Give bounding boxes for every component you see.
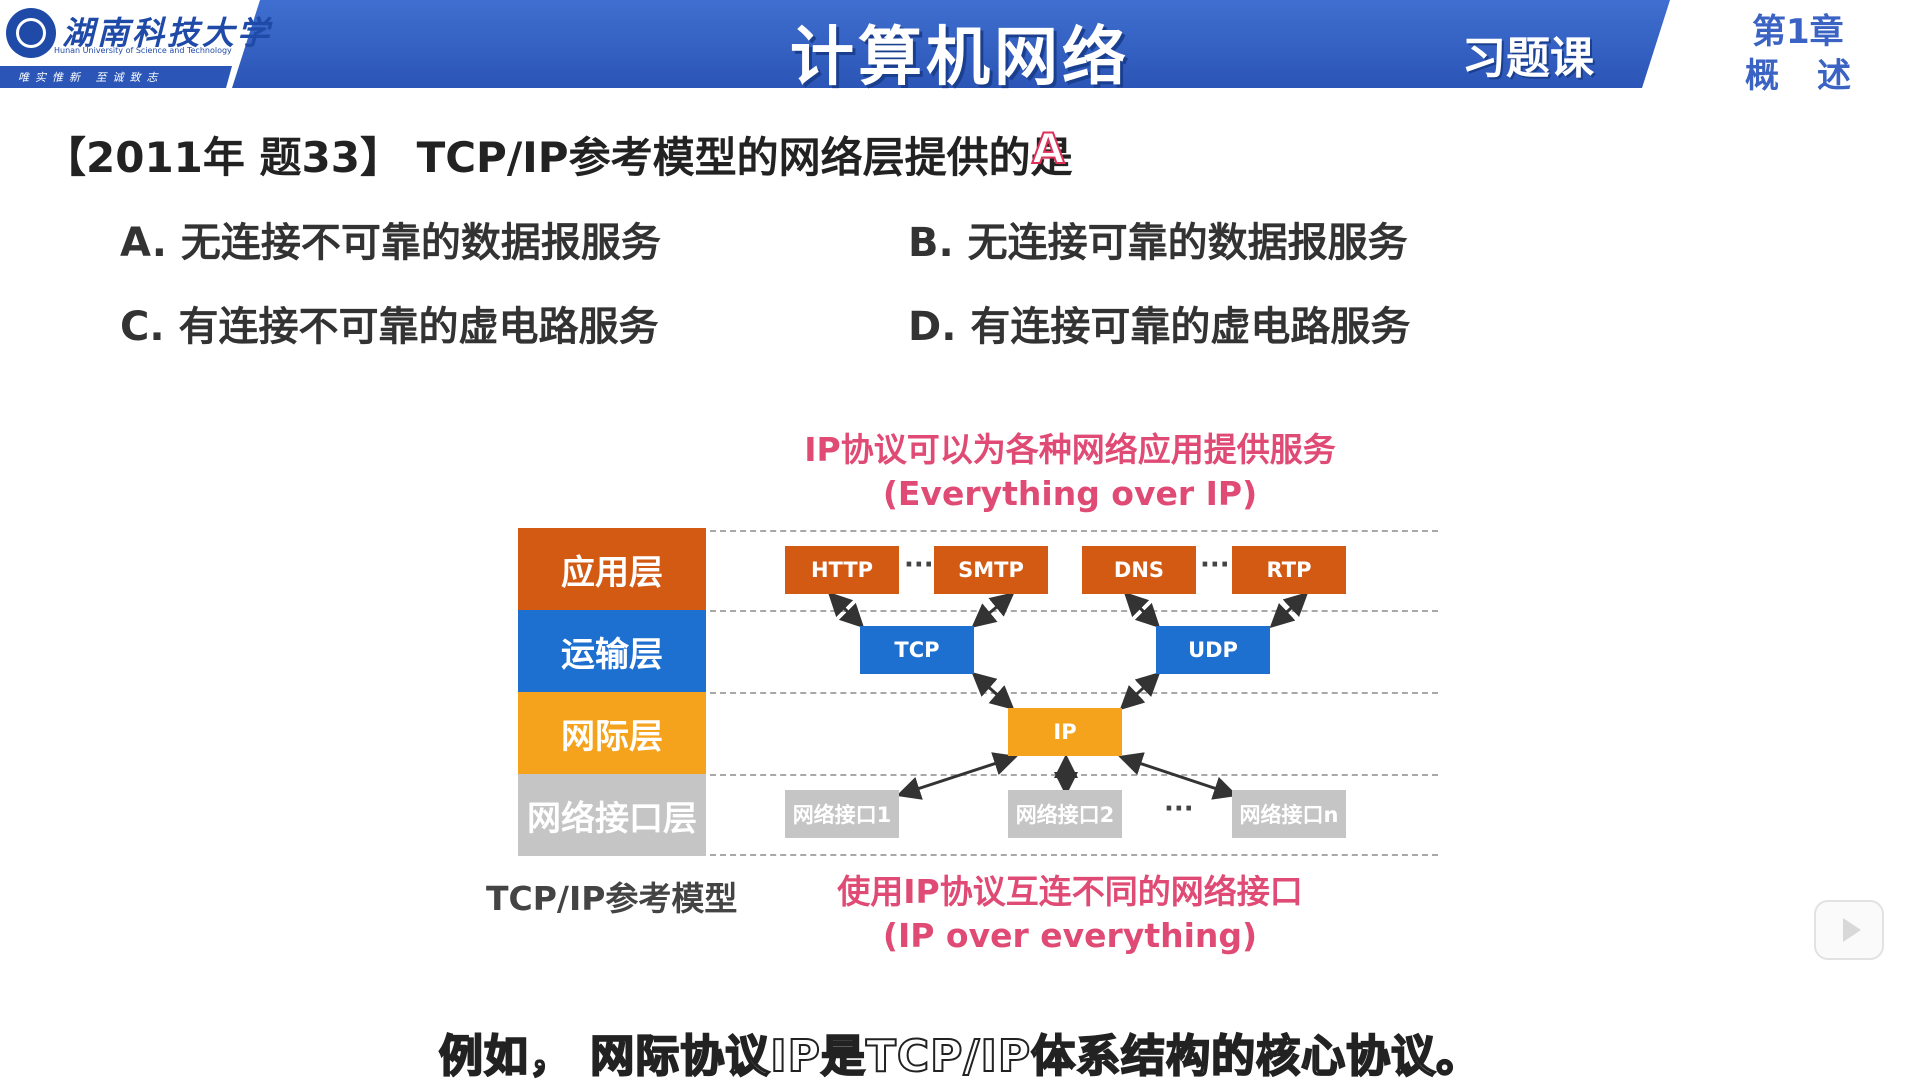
network-interface-1: 网络接口1 <box>785 790 899 838</box>
ellipsis: ··· <box>1200 550 1230 580</box>
course-tag: 习题课 <box>1462 33 1594 84</box>
play-icon[interactable] <box>1814 900 1884 960</box>
diagram-top-note: IP协议可以为各种网络应用提供服务 <box>804 430 1336 469</box>
option-c: C. 有连接不可靠的虚电路服务 <box>120 304 659 350</box>
layer-divider <box>710 610 1438 612</box>
layer-internet: 网际层 <box>518 692 706 774</box>
university-name: 湖南科技大学 <box>62 14 273 52</box>
layer-transport: 运输层 <box>518 610 706 692</box>
diagram-bottom-note-en: (IP over everything) <box>882 916 1258 955</box>
ellipsis: ··· <box>1164 794 1194 824</box>
protocol-smtp: SMTP <box>934 546 1048 594</box>
network-interface-2: 网络接口2 <box>1008 790 1122 838</box>
protocol-ip: IP <box>1008 708 1122 756</box>
network-interface-n: 网络接口n <box>1232 790 1346 838</box>
option-b: B. 无连接可靠的数据报服务 <box>908 220 1408 266</box>
option-d: D. 有连接可靠的虚电路服务 <box>908 304 1411 350</box>
university-emblem-icon <box>6 8 56 58</box>
option-a: A. 无连接不可靠的数据报服务 <box>120 220 661 266</box>
protocol-rtp: RTP <box>1232 546 1346 594</box>
protocol-http: HTTP <box>785 546 899 594</box>
university-english-name: Hunan University of Science and Technolo… <box>54 46 232 55</box>
diagram-top-note-en: (Everything over IP) <box>882 474 1258 513</box>
layer-divider <box>710 530 1438 532</box>
university-motto: 唯实惟新 至诚致志 <box>18 71 164 84</box>
course-title: 计算机网络 <box>790 21 1130 95</box>
video-subtitle: 例如， 网际协议IP是TCP/IP体系结构的核心协议。 <box>438 1030 1482 1083</box>
layer-application: 应用层 <box>518 528 706 610</box>
slide-header: 湖南科技大学 Hunan University of Science and T… <box>0 0 1920 96</box>
answer-mark: A <box>1031 123 1065 174</box>
ellipsis: ··· <box>904 550 934 580</box>
protocol-dns: DNS <box>1082 546 1196 594</box>
model-caption: TCP/IP参考模型 <box>486 879 738 918</box>
chapter-label: 第1章 <box>1752 12 1844 52</box>
layer-divider <box>710 854 1438 856</box>
protocol-tcp: TCP <box>860 626 974 674</box>
layer-network-interface: 网络接口层 <box>518 774 706 856</box>
question-text: 【2011年 题33】 TCP/IP参考模型的网络层提供的是 <box>44 133 1073 182</box>
layer-divider <box>710 692 1438 694</box>
motto-band <box>0 66 232 88</box>
header-band <box>220 0 1670 88</box>
diagram-bottom-note: 使用IP协议互连不同的网络接口 <box>837 872 1303 911</box>
protocol-udp: UDP <box>1156 626 1270 674</box>
chapter-name: 概述 <box>1745 56 1889 96</box>
